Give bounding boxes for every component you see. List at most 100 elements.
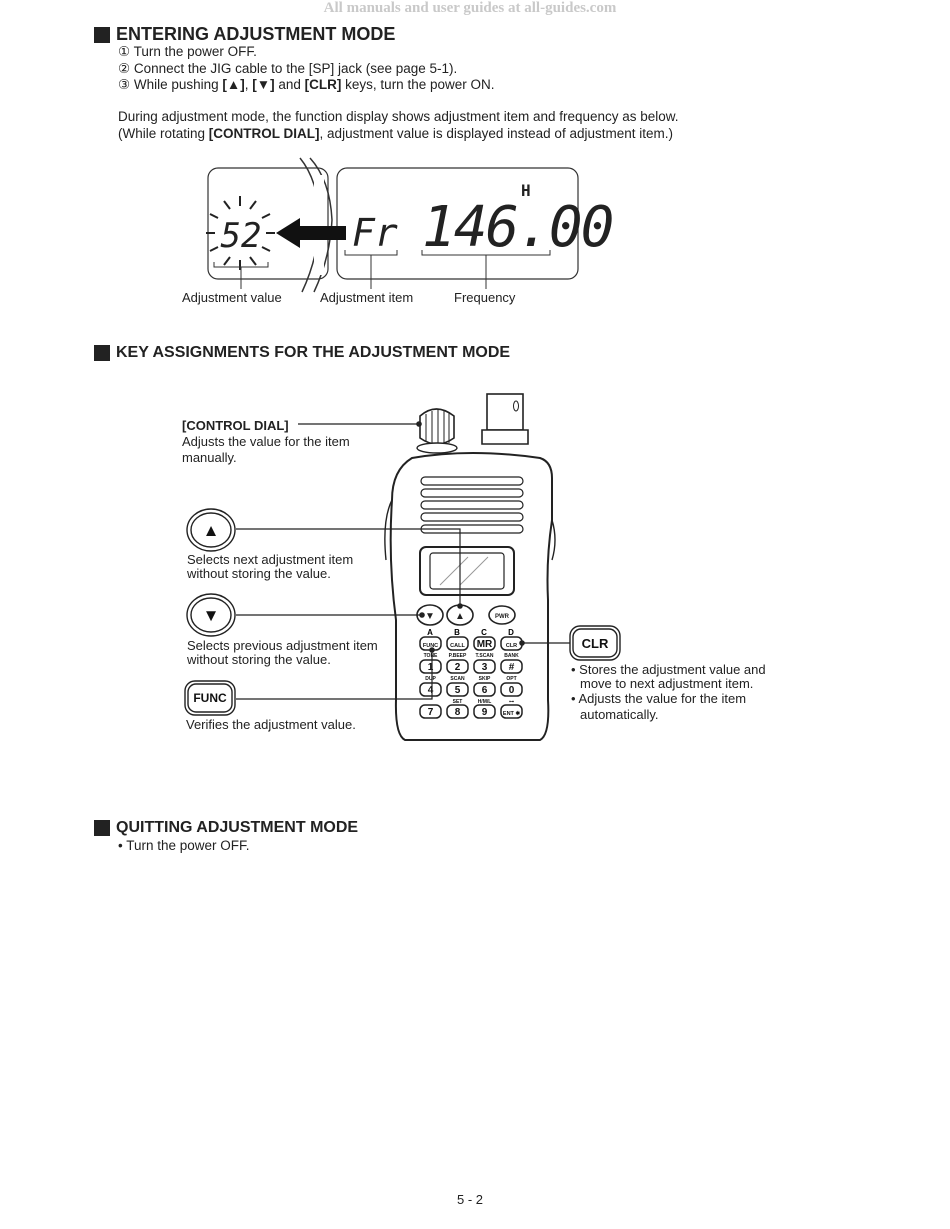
keypad-sub-label: SCAN [450, 676, 465, 682]
keypad-sub-label: DUP [425, 676, 436, 682]
keypad-key[interactable] [419, 659, 442, 674]
page-number: 5 - 2 [456, 1192, 483, 1207]
step-2: ② Connect the JIG cable to the [SP] jack… [118, 61, 458, 76]
clr-bullet-2a: • Adjusts the value for the item [571, 691, 747, 706]
section-heading-entering: ENTERING ADJUSTMENT MODE [94, 24, 395, 45]
heading-square-icon [94, 345, 110, 361]
keypad-key[interactable] [446, 704, 469, 719]
lcd-diagram: 52 Fr 146.00 H [206, 157, 615, 293]
down-key-desc-1: Selects previous adjustment item [187, 638, 378, 653]
section-title: ENTERING ADJUSTMENT MODE [116, 24, 396, 44]
keypad-sub-label: ⊶ [509, 699, 514, 705]
lcd-power-indicator: H [521, 181, 531, 200]
speaker-grille [420, 476, 524, 534]
clr-bullet-2b: automatically. [580, 707, 659, 722]
up-key-ref: [▲] [222, 77, 245, 92]
control-dial-knob[interactable] [416, 408, 458, 454]
keypad-sub-label: P.BEEP [449, 653, 467, 659]
heading-square-icon [94, 820, 110, 836]
keypad-key[interactable] [500, 704, 523, 719]
section-title: QUITTING ADJUSTMENT MODE [116, 819, 359, 836]
paragraph-2: (While rotating [CONTROL DIAL], adjustme… [118, 126, 673, 141]
keypad-key[interactable] [419, 682, 442, 697]
step-3-sep1: , [244, 77, 253, 92]
keypad-sub-label: SKIP [479, 676, 491, 682]
letter-d: D [508, 628, 514, 637]
keypad-key-label: 5 [455, 685, 461, 696]
callout-up-key: ▲ [186, 508, 236, 552]
control-dial-desc-1: Adjusts the value for the item [182, 434, 350, 449]
keypad-key-label: 3 [482, 662, 488, 673]
keypad-key-label: FUNC [423, 643, 438, 649]
lcd-value-text: 52 [221, 216, 262, 256]
keypad-key-label: 8 [455, 707, 461, 718]
section-heading-quitting: QUITTING ADJUSTMENT MODE [94, 819, 358, 837]
para2-bold: [CONTROL DIAL] [208, 126, 320, 141]
radio-up-key-label: ▲ [455, 611, 465, 622]
keypad-key[interactable] [500, 682, 523, 697]
radio-pwr-key-label: PWR [495, 614, 510, 620]
keypad-sub-label: OPT [506, 676, 516, 682]
heading-square-icon [94, 26, 110, 43]
keypad-key[interactable] [473, 704, 496, 719]
keypad-key-label: MR [477, 639, 493, 650]
keypad-sub-label: T.SCAN [475, 653, 493, 659]
letter-a: A [427, 628, 433, 637]
keypad-key-label: CALL [450, 643, 465, 649]
keypad-key-label: CLR [506, 643, 517, 649]
radio-body [389, 452, 553, 741]
keypad-sub-label: H/M/L [478, 699, 492, 705]
keypad-key-label: 0 [509, 685, 515, 696]
callout-down-key: ▼ [186, 593, 236, 637]
para2-post: , adjustment value is displayed instead … [319, 126, 673, 141]
keypad-key[interactable] [500, 659, 523, 674]
keypad-key[interactable] [446, 636, 469, 651]
radio-pwr-key[interactable] [488, 605, 516, 625]
callout-func-key-label: FUNC [193, 691, 227, 705]
letter-b: B [454, 628, 460, 637]
step-1: ① Turn the power OFF. [118, 44, 257, 59]
up-key-desc-2: without storing the value. [187, 566, 331, 581]
keypad-key-label: 7 [428, 707, 434, 718]
step-3-post: keys, turn the power ON. [341, 77, 495, 92]
lcd-item-text: Fr [352, 211, 398, 255]
label-adjustment-value: Adjustment value [182, 290, 282, 305]
down-key-ref: [▼] [252, 77, 275, 92]
letter-c: C [481, 628, 487, 637]
step-3: ③ While pushing [▲], [▼] and [CLR] keys,… [118, 77, 494, 93]
keypad: FUNCTONECALLP.BEEPMRT.SCANCLRBANK1DUP2SC… [419, 636, 523, 719]
keypad-sub-label: SET [453, 699, 463, 705]
keypad-key[interactable] [446, 659, 469, 674]
para2-pre: (While rotating [118, 126, 209, 141]
keypad-key-label: 6 [482, 685, 488, 696]
keypad-key[interactable] [473, 659, 496, 674]
keypad-key-label: ENT ✱ [503, 710, 521, 717]
keypad-key[interactable] [446, 682, 469, 697]
keypad-key[interactable] [473, 636, 496, 651]
antenna [486, 393, 524, 431]
paragraph-1: During adjustment mode, the function dis… [118, 109, 679, 124]
keypad-key-label: 9 [482, 707, 488, 718]
step-3-sep2: and [274, 77, 305, 92]
callout-up-key-label: ▲ [203, 521, 220, 540]
watermark: All manuals and user guides at all-guide… [323, 0, 617, 16]
control-dial-label: [CONTROL DIAL] [182, 418, 289, 433]
control-dial-desc-2: manually. [182, 450, 237, 465]
keypad-key-label: 4 [428, 685, 434, 696]
keypad-key[interactable] [473, 682, 496, 697]
clr-bullet-1a: • Stores the adjustment value and [571, 662, 766, 677]
callout-clr-key-label: CLR [582, 636, 609, 651]
down-key-desc-2: without storing the value. [187, 652, 331, 667]
keypad-key[interactable] [419, 704, 442, 719]
lcd-frequency-text: 146.00 [422, 195, 613, 260]
keypad-key-label: # [509, 662, 515, 673]
label-adjustment-item: Adjustment item [320, 290, 414, 305]
label-frequency: Frequency [454, 290, 516, 305]
up-key-desc-1: Selects next adjustment item [187, 552, 354, 567]
callout-func-key: FUNC [184, 680, 236, 716]
step-3-pre: ③ While pushing [118, 77, 223, 92]
func-key-desc: Verifies the adjustment value. [186, 717, 356, 732]
section-title: KEY ASSIGNMENTS FOR THE ADJUSTMENT MODE [116, 344, 511, 361]
keypad-sub-label: TONE [424, 653, 438, 659]
clr-key-ref: [CLR] [304, 77, 342, 92]
